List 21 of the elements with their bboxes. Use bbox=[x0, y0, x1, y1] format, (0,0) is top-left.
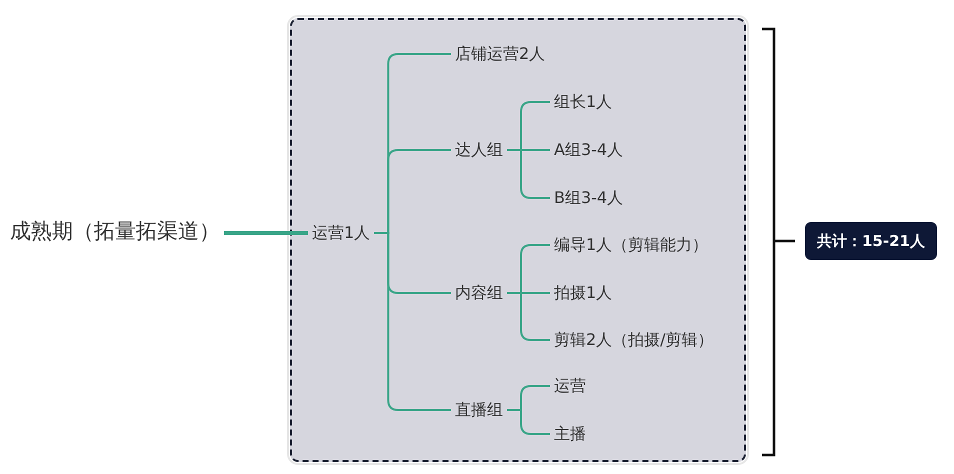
connector bbox=[374, 232, 451, 411]
node-label: 拍摄1人 bbox=[554, 283, 612, 303]
node-label: 编导1人（剪辑能力） bbox=[554, 235, 708, 255]
node-label: 直播组 bbox=[455, 400, 503, 420]
node-label: 达人组 bbox=[455, 140, 503, 160]
node-label: 成熟期（拓量拓渠道） bbox=[10, 219, 220, 243]
total-badge: 共计：15-21人 bbox=[805, 222, 937, 260]
node-label: 主播 bbox=[554, 424, 586, 444]
connector bbox=[507, 292, 550, 341]
node-label: 运营 bbox=[554, 376, 586, 396]
node-label: 剪辑2人（拍摄/剪辑） bbox=[554, 330, 714, 350]
node-label: 店铺运营2人 bbox=[455, 44, 546, 64]
connector bbox=[507, 409, 550, 435]
connector bbox=[507, 149, 550, 199]
dashed-frame bbox=[290, 18, 746, 462]
connector bbox=[224, 231, 308, 235]
node-label: 内容组 bbox=[455, 283, 503, 303]
node-label: 运营1人 bbox=[312, 223, 370, 243]
node-label: A组3-4人 bbox=[554, 140, 624, 160]
node-label: B组3-4人 bbox=[554, 188, 624, 208]
node-label: 组长1人 bbox=[554, 92, 612, 112]
